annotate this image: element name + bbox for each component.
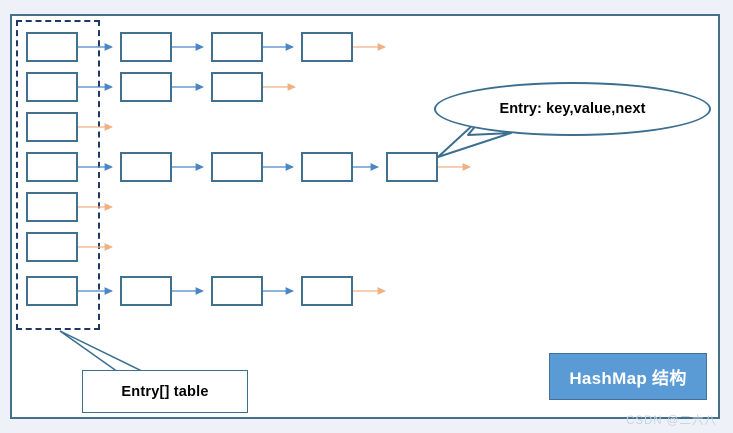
entry-node-3-2[interactable] — [301, 152, 353, 182]
entry-structure-bubble[interactable]: Entry: key,value,next — [434, 82, 711, 136]
bucket-cell-2[interactable] — [26, 112, 78, 142]
title-plate[interactable]: HashMap 结构 — [549, 353, 707, 400]
entry-node-1-1[interactable] — [211, 72, 263, 102]
entry-node-6-2[interactable] — [301, 276, 353, 306]
entry-node-0-1[interactable] — [211, 32, 263, 62]
entry-structure-bubble-label: Entry: key,value,next — [499, 101, 646, 117]
entry-node-0-2[interactable] — [301, 32, 353, 62]
bucket-cell-5[interactable] — [26, 232, 78, 262]
entry-node-6-1[interactable] — [211, 276, 263, 306]
entry-table-callout[interactable]: Entry[] table — [82, 370, 248, 413]
entry-table-dashed-group — [16, 20, 100, 330]
entry-node-0-0[interactable] — [120, 32, 172, 62]
bucket-cell-1[interactable] — [26, 72, 78, 102]
bucket-cell-6[interactable] — [26, 276, 78, 306]
watermark: CSDN @二六八 — [626, 415, 717, 427]
bucket-cell-4[interactable] — [26, 192, 78, 222]
bucket-cell-0[interactable] — [26, 32, 78, 62]
entry-node-3-0[interactable] — [120, 152, 172, 182]
entry-node-6-0[interactable] — [120, 276, 172, 306]
entry-node-3-3[interactable] — [386, 152, 438, 182]
entry-node-3-1[interactable] — [211, 152, 263, 182]
entry-node-1-0[interactable] — [120, 72, 172, 102]
title-plate-label: HashMap 结构 — [569, 369, 687, 388]
bucket-cell-3[interactable] — [26, 152, 78, 182]
entry-table-callout-label: Entry[] table — [121, 383, 209, 400]
